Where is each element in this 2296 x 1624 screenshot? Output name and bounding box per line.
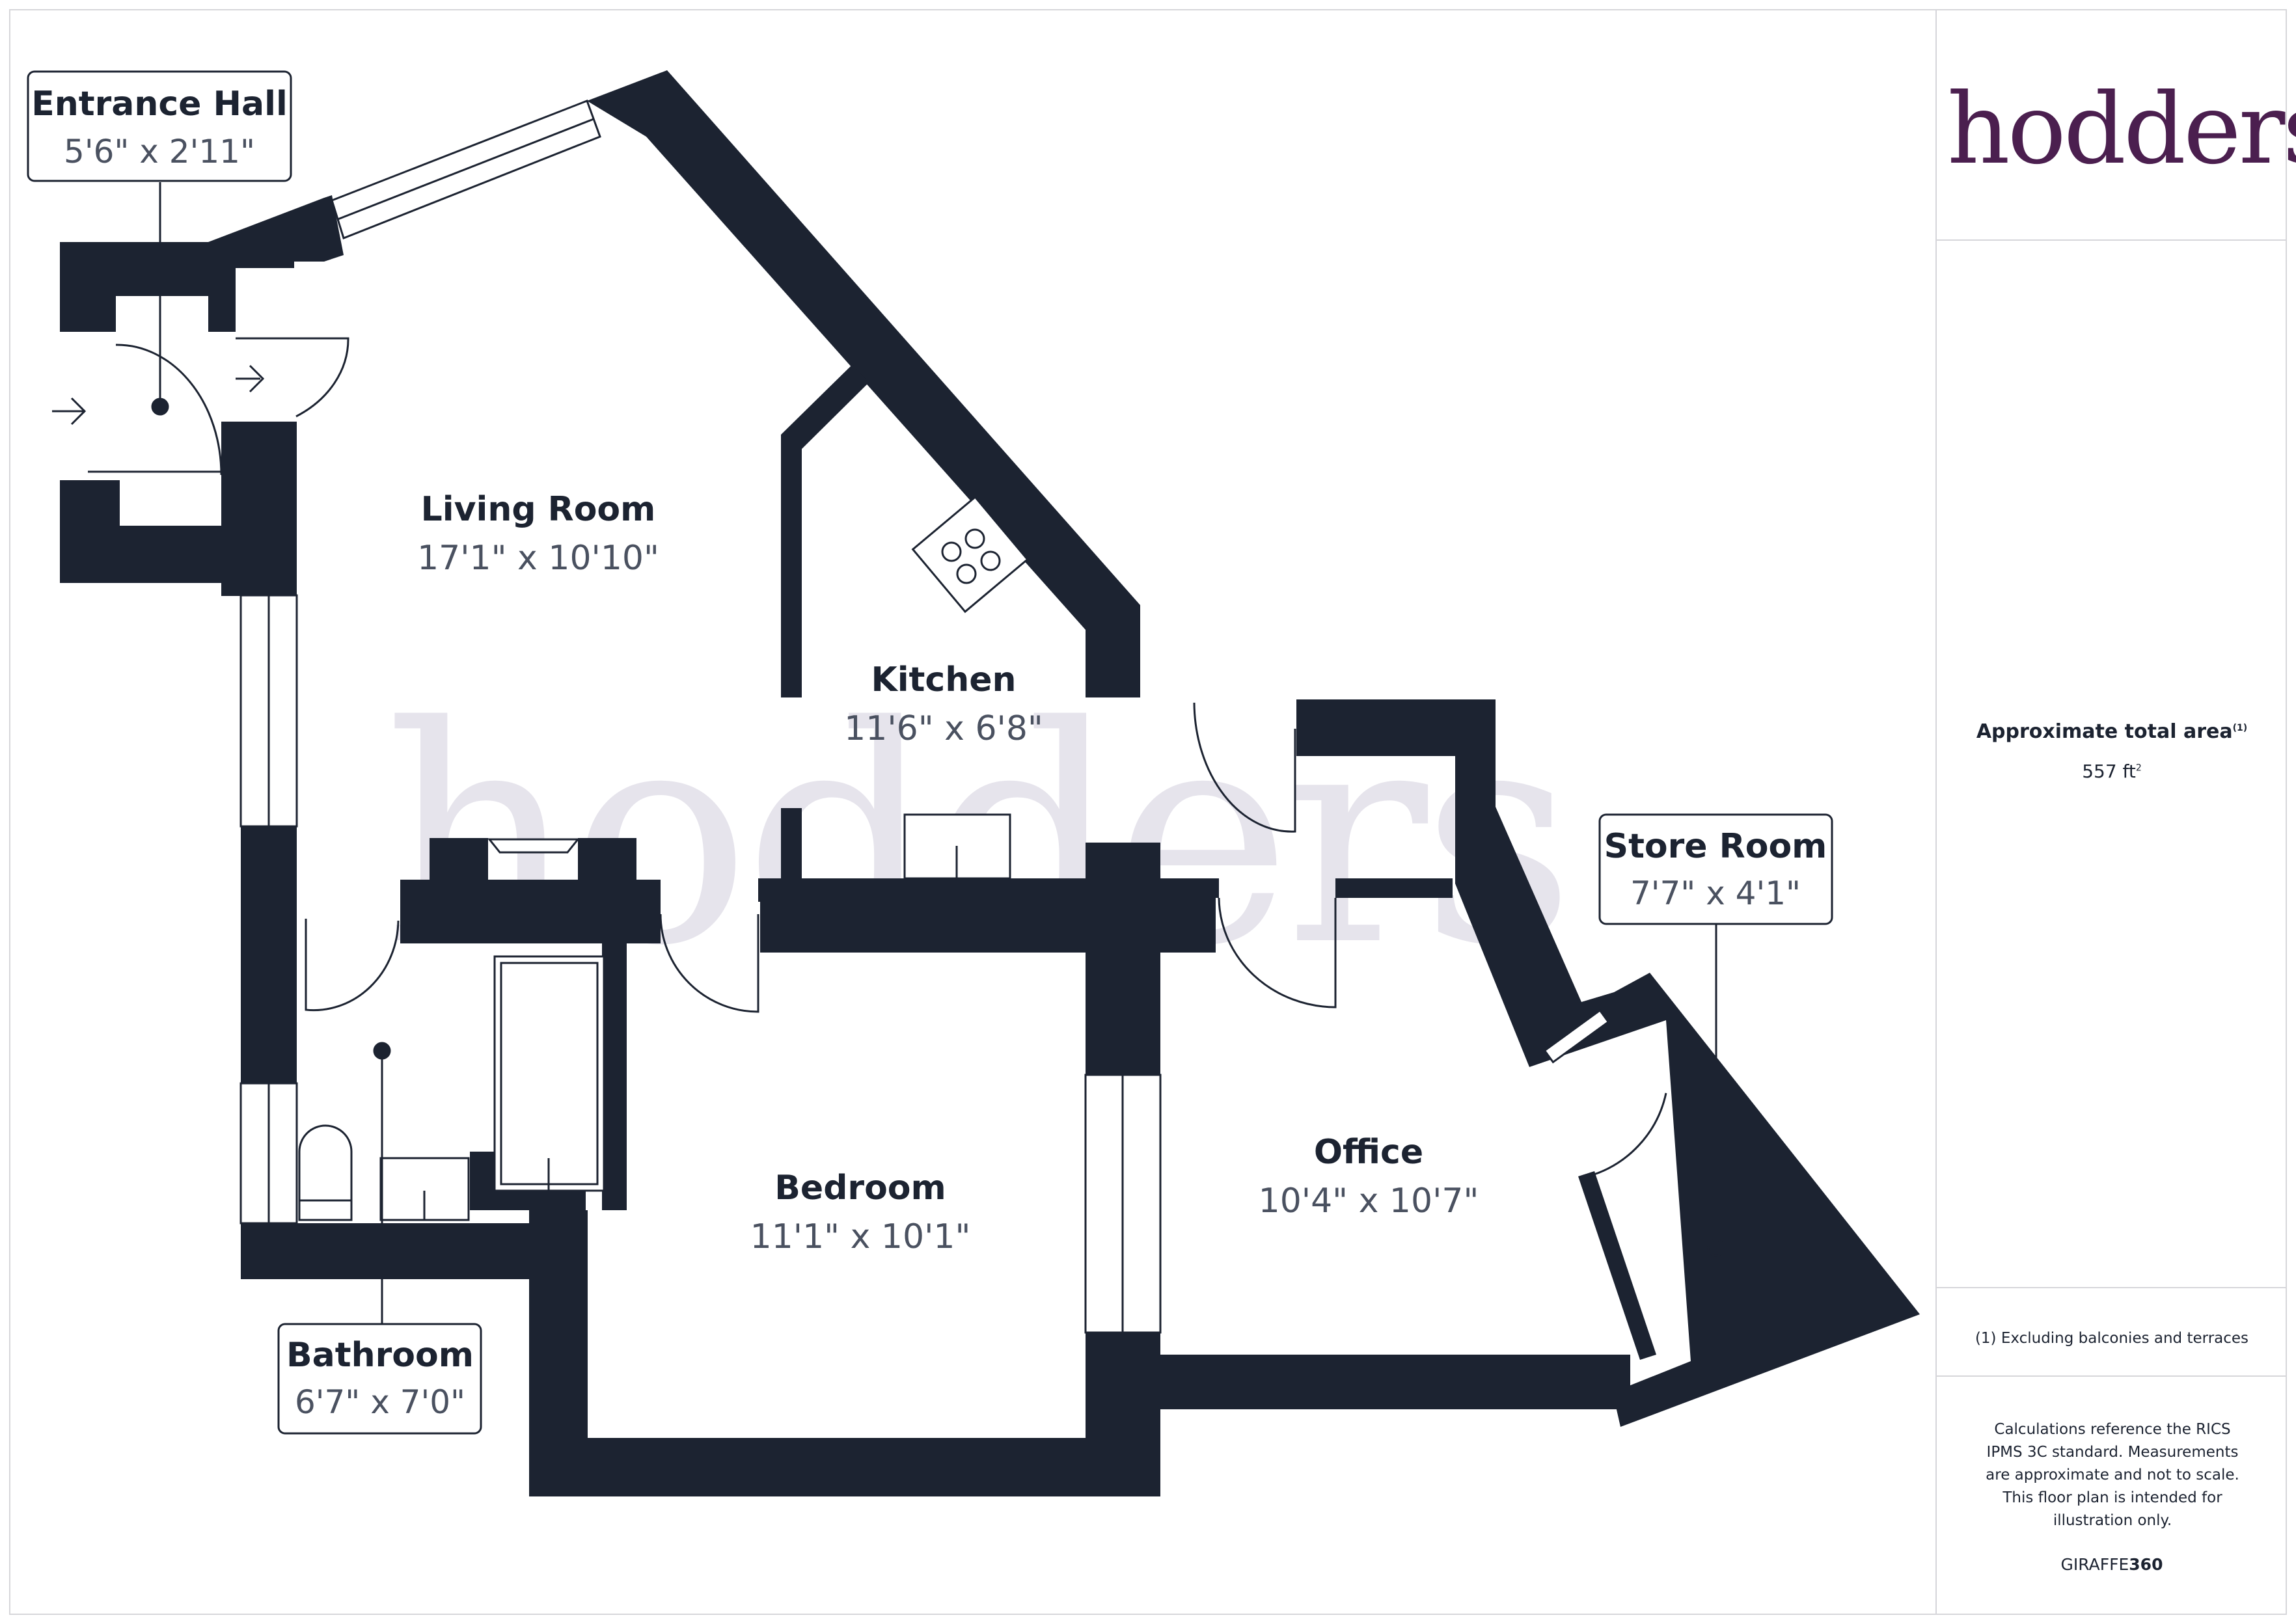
wall-store-left	[1578, 1171, 1656, 1360]
pin-dot-bath	[373, 1042, 391, 1060]
callout-box	[27, 70, 292, 182]
fireplace	[487, 838, 581, 854]
room-labels: Living Room 17'1" x 10'10" Kitchen 11'6"…	[417, 490, 1479, 1256]
calculation-note: Calculations reference the RICS IPMS 3C …	[1986, 1421, 2239, 1529]
wall-left-mid	[241, 826, 297, 1083]
walls	[60, 70, 1920, 1496]
hob-ring-2	[964, 528, 985, 549]
callout-box	[1598, 813, 1833, 925]
door-kitchen	[1193, 702, 1296, 833]
wall-top-left	[324, 195, 344, 262]
hob-ring-3	[956, 563, 977, 584]
callout-bathroom: Bathroom 6'7" x 7'0"	[277, 1323, 482, 1435]
callout-size: 7'7" x 4'1"	[1630, 874, 1801, 912]
wall-cross-chim-r	[578, 838, 636, 903]
wall-kitchen-right	[1086, 843, 1160, 947]
wall-entrance-bottom-b	[60, 526, 242, 583]
wall-office-top-a	[1160, 878, 1219, 898]
entrance-arrows	[52, 364, 265, 426]
brand-logo: hodders	[1947, 73, 2296, 186]
room-label-bedroom: Bedroom	[774, 1169, 946, 1208]
room-size-living-room: 17'1" x 10'10"	[417, 539, 659, 578]
divider	[1937, 1287, 2287, 1288]
callout-size: 6'7" x 7'0"	[295, 1383, 465, 1421]
door-office	[1218, 897, 1337, 1008]
footnote: (1) Excluding balconies and terraces	[1975, 1330, 2249, 1347]
wall-office-mid	[1335, 878, 1453, 898]
room-size-office: 10'4" x 10'7"	[1259, 1182, 1479, 1221]
callout-title: Store Room	[1604, 827, 1827, 866]
callout-pins	[151, 182, 1725, 1324]
door-living	[236, 337, 349, 418]
door-bathroom	[305, 919, 400, 1012]
hob	[911, 495, 1029, 614]
toilet	[298, 1124, 353, 1221]
area-value: 557 ft2	[2082, 761, 2142, 782]
door-entrance	[115, 344, 223, 476]
wall-bath-bottom	[241, 1223, 530, 1279]
fixtures	[88, 100, 1667, 1334]
door-store	[1587, 1092, 1667, 1178]
wall-kitchen-bottom-stub	[781, 808, 802, 886]
wall-ne-diagonal	[587, 70, 1140, 697]
wall-living-left-a	[221, 422, 297, 596]
callout-entrance-hall: Entrance Hall 5'6" x 2'11"	[27, 70, 292, 182]
arrow-right-icon	[52, 397, 87, 426]
room-label-living-room: Living Room	[421, 490, 656, 529]
room-label-kitchen: Kitchen	[871, 660, 1016, 699]
area-title: Approximate total area(1)	[1976, 720, 2248, 743]
wall-entrance-top	[60, 198, 324, 332]
room-label-office: Office	[1314, 1133, 1423, 1172]
page-frame	[9, 9, 2287, 1615]
wall-bath-right	[602, 937, 627, 1210]
door-bedroom	[659, 914, 759, 1013]
callout-title: Entrance Hall	[31, 85, 288, 124]
hob-ring-4	[980, 550, 1001, 571]
room-size-bedroom: 11'1" x 10'1"	[750, 1217, 971, 1256]
wall-office-bottom	[1136, 1355, 1630, 1409]
giraffe360-brand: GIRAFFE360	[2060, 1555, 2163, 1574]
arrow-right-icon	[236, 364, 265, 393]
wall-cross-chim-l	[430, 838, 488, 903]
hob-ring-1	[941, 541, 962, 562]
callout-store-room: Store Room 7'7" x 4'1"	[1598, 813, 1833, 925]
wall-kitchen-inner	[781, 364, 869, 697]
window-store	[1543, 1008, 1610, 1064]
callout-box	[277, 1323, 482, 1435]
callout-size: 5'6" x 2'11"	[64, 133, 255, 170]
bathtub	[493, 955, 605, 1192]
pin-dot-store	[1707, 1239, 1725, 1257]
window-top-line	[337, 118, 594, 221]
wall-bedroom-right-a	[1086, 937, 1160, 1075]
sidebar: hodders Approximate total area(1) 557 ft…	[1935, 9, 2296, 1615]
wall-bedroom-bottom	[529, 1438, 1141, 1496]
pin-dot-entrance	[151, 398, 169, 416]
callout-title: Bathroom	[286, 1336, 474, 1375]
divider	[1937, 239, 2287, 241]
wall-office-top	[1296, 699, 1920, 1427]
floor-plan: hodders	[27, 70, 1920, 1496]
room-size-kitchen: 11'6" x 6'8"	[844, 709, 1043, 748]
divider	[1937, 1375, 2287, 1377]
